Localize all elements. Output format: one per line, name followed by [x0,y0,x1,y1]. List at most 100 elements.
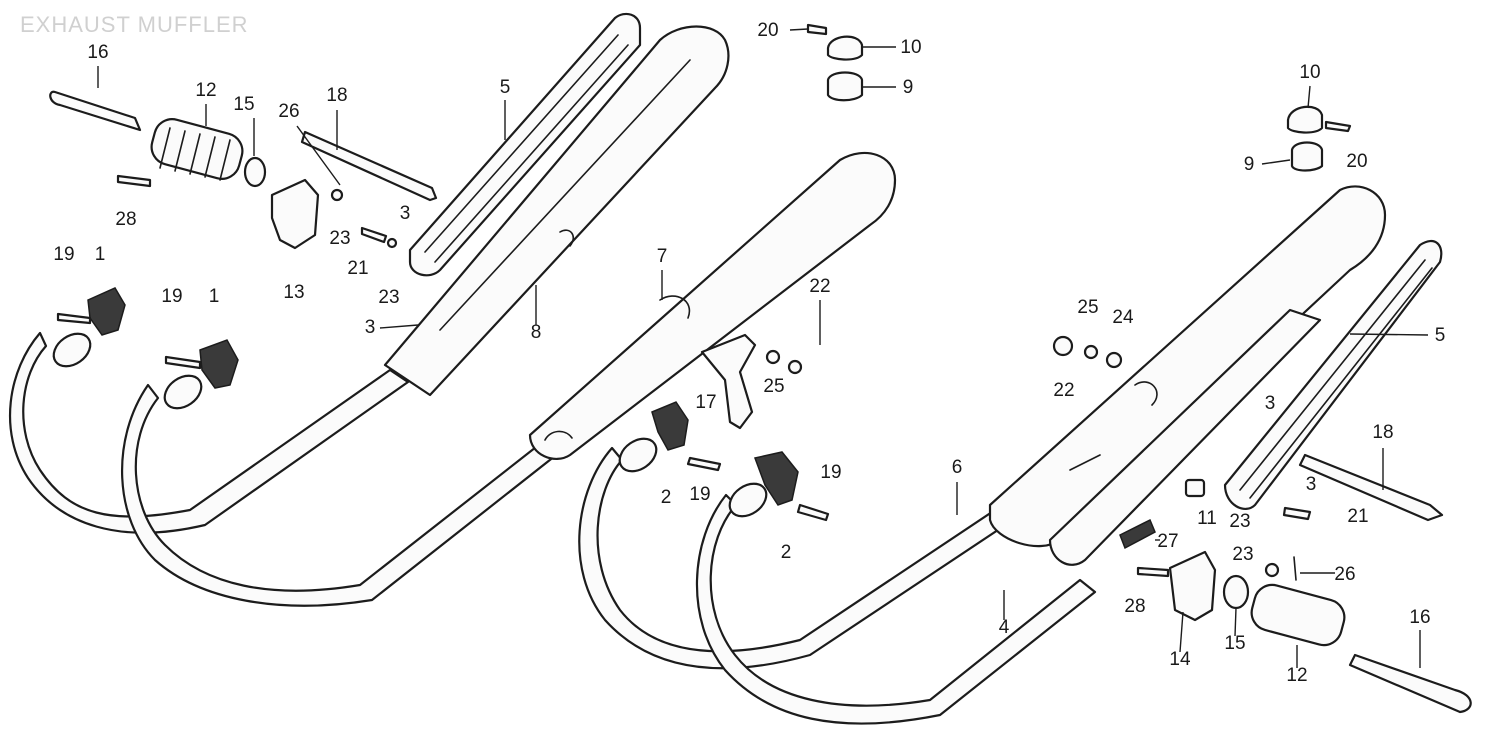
callout-15a: 15 [233,94,254,115]
callout-5a: 5 [500,77,511,98]
footpeg-bracket-13 [270,178,320,250]
callout-19d: 19 [820,462,841,483]
callout-26a: 26 [278,101,299,122]
joint-band-1b [199,339,239,389]
callout-6: 6 [952,457,963,478]
joint-band-1a [87,287,126,336]
collar-9b [1290,141,1324,172]
callout-22a: 22 [809,276,830,297]
callout-10b: 10 [1299,62,1320,83]
bolt-19c [686,456,722,472]
callout-27: 27 [1157,531,1178,552]
muffler-left-upper [383,25,730,397]
leader-lines [97,28,1429,668]
pipe-end-left-1 [52,332,92,368]
nut-22a [787,359,803,375]
pipe-end-left-2 [163,374,203,410]
rubber-22b [1052,335,1074,357]
clip-27 [1119,518,1156,550]
callout-3c: 3 [1265,393,1276,414]
footpeg-rubber-12b [1250,583,1346,647]
callout-3a: 3 [400,203,411,224]
bolt-20a [806,23,828,36]
callout-26b: 26 [1334,564,1355,585]
callout-18b: 18 [1372,422,1393,443]
footpeg-pin-16a [49,90,142,132]
muffler-right-lower [1048,308,1322,566]
pipe-end-right-1 [618,437,658,473]
callout-16b: 16 [1409,607,1430,628]
callout-7: 7 [657,246,668,267]
muffler-left-upper-detail [439,59,691,331]
clamp-10b [1286,105,1324,134]
bolt-21a [360,226,388,244]
clip-11 [1184,478,1206,498]
callout-25a: 25 [1077,297,1098,318]
callout-9b: 9 [1244,154,1255,175]
exhaust-pipe-left-outer [9,331,410,534]
nut-24 [1105,351,1123,369]
bolt-21b [1282,506,1312,521]
pipe-end-right-2 [728,482,768,518]
bolt-18a [300,130,438,202]
callout-23a: 23 [329,228,350,249]
callout-8: 8 [531,322,542,343]
washer-23a [330,188,344,202]
callout-19c: 19 [689,484,710,505]
joint-band-2a [651,401,689,451]
muffler-right-upper-detail [1069,381,1158,471]
washer-15b [1222,574,1250,610]
callout-17: 17 [695,392,716,413]
bolt-20b [1324,120,1352,133]
bolt-19d [796,503,830,522]
bolt-28b [1136,566,1170,578]
callout-4: 4 [999,617,1010,638]
bracket-17 [700,333,757,430]
callout-13: 13 [283,282,304,303]
callout-23c: 23 [1229,511,1250,532]
bolt-28a [116,174,152,188]
footpeg-pin-16b [1348,653,1472,714]
bolt-19b [164,355,202,370]
callout-20b: 20 [1346,151,1367,172]
exhaust-pipe-right-outer [578,446,1027,670]
callout-19a: 19 [53,244,74,265]
callout-16a: 16 [87,42,108,63]
footpeg-bracket-14 [1168,550,1217,622]
exhaust-pipe-right-inner [695,493,1097,725]
callout-12a: 12 [195,80,216,101]
callout-22b: 22 [1053,380,1074,401]
callout-23d: 23 [1232,544,1253,565]
exhaust-pipe-left-inner [120,383,562,607]
diagram-title: EXHAUST MUFFLER [20,12,249,37]
callout-28a: 28 [115,209,136,230]
callout-19b: 19 [161,286,182,307]
heat-shield-left [408,12,642,277]
callout-20a: 20 [757,20,778,41]
callout-24: 24 [1112,307,1134,328]
callout-9a: 9 [903,77,914,98]
muffler-right-upper [988,185,1387,548]
callout-21b: 21 [1347,506,1368,527]
footpeg-rubber-ribs [159,127,231,181]
heat-shield-right-slot [1239,259,1433,499]
callout-11: 11 [1197,508,1217,529]
heat-shield-left-slot [424,34,629,263]
muffler-left-lower-detail [544,295,691,441]
washer-15a [243,156,267,188]
callout-3d: 3 [1306,474,1317,495]
collar-9a [826,71,864,102]
callout-2b: 2 [781,542,792,563]
callout-12b: 12 [1286,665,1307,686]
bolt-19a [56,312,92,325]
callout-14: 14 [1169,649,1191,670]
muffler-left-lower [528,151,897,460]
callout-25b: 25 [763,376,784,397]
callout-1a: 1 [95,244,106,265]
callout-28b: 28 [1124,596,1145,617]
pin-26b [1293,556,1297,581]
collar-25a [765,349,781,365]
callout-5b: 5 [1435,325,1446,346]
